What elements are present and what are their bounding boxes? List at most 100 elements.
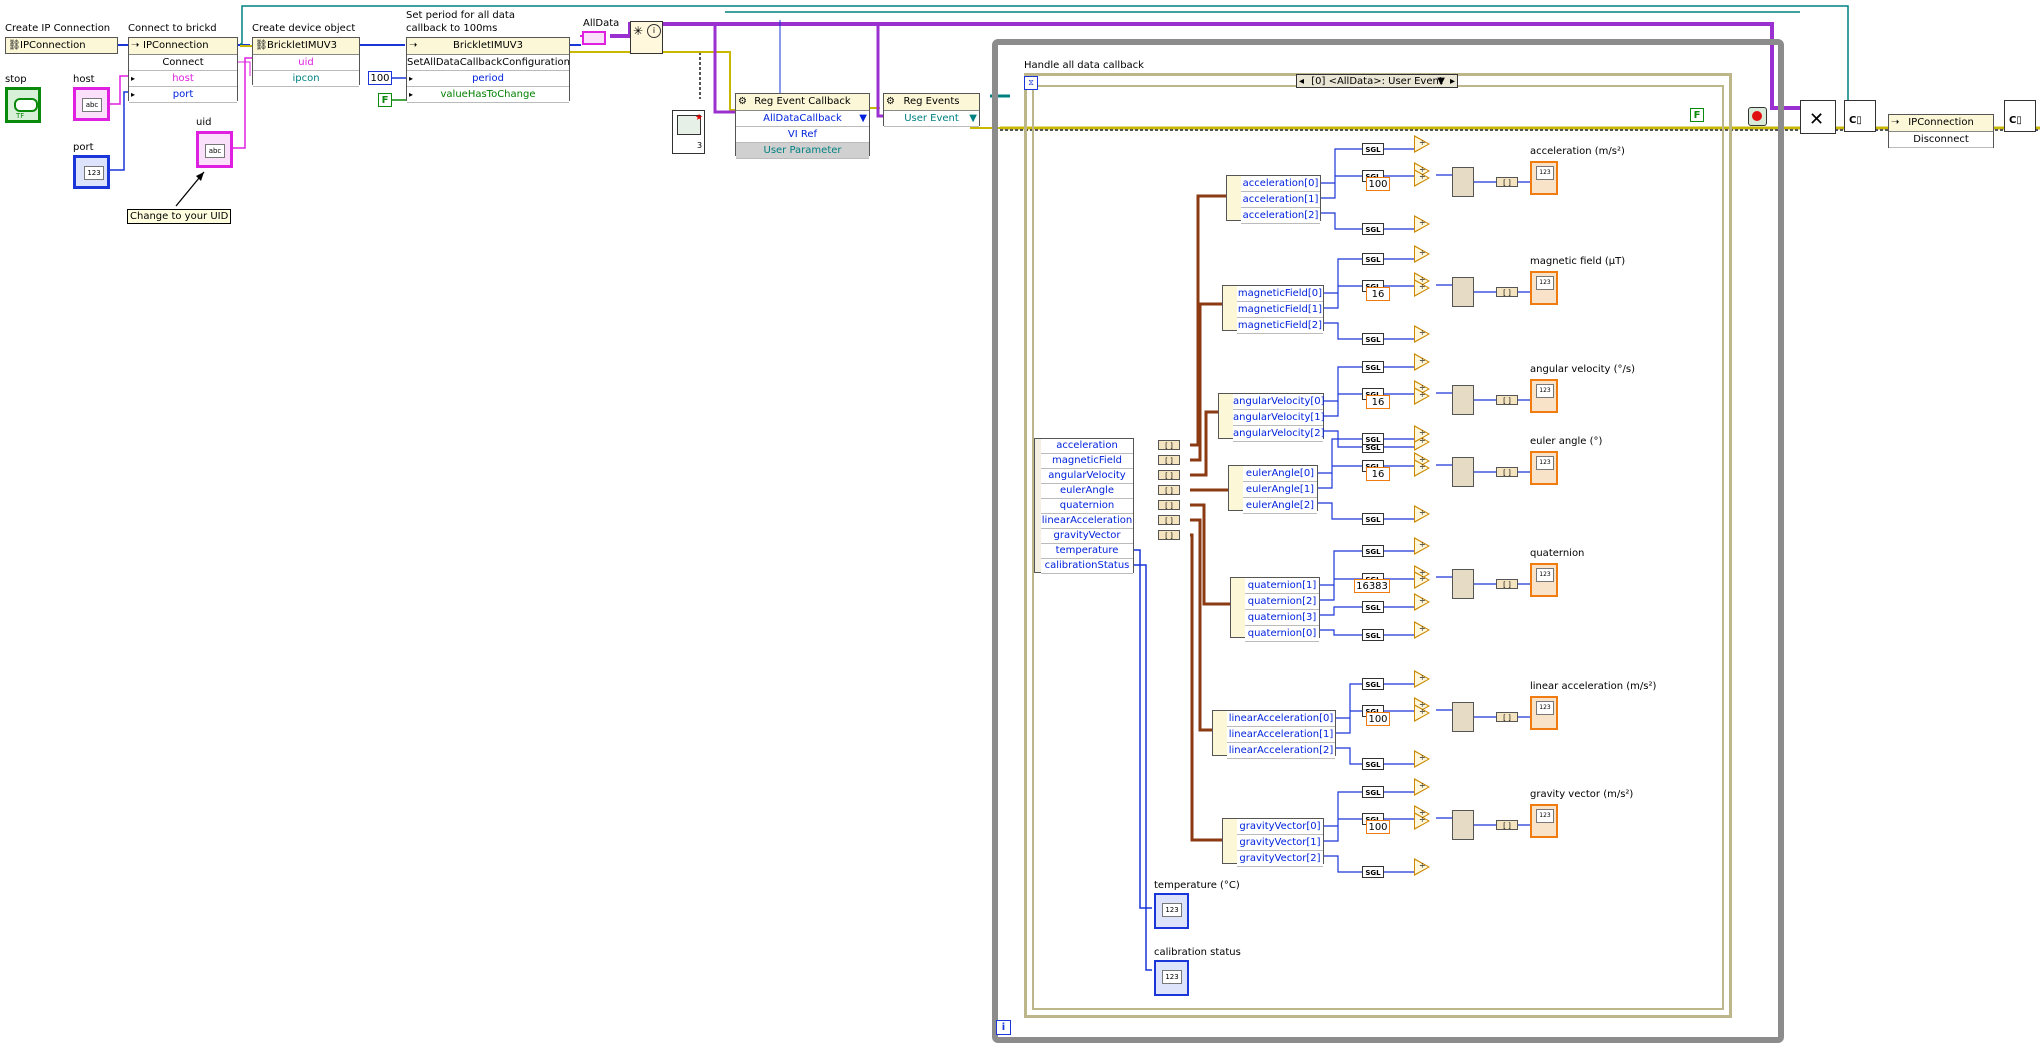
destroy-user-event-node[interactable]: C▯ xyxy=(1844,100,1876,132)
group-item[interactable]: quaternion[2] xyxy=(1245,594,1319,610)
alldata-label: AllData xyxy=(583,18,620,29)
prev-case-icon[interactable]: ◂ xyxy=(1299,76,1305,87)
temperature-label: temperature (°C) xyxy=(1154,880,1240,891)
numeric-icon: 123 xyxy=(1536,384,1554,398)
group-item[interactable]: acceleration[2] xyxy=(1241,208,1320,224)
reg-events-node[interactable]: ⚙Reg Events User Event▼ xyxy=(883,93,980,127)
group-item[interactable]: angularVelocity[0] xyxy=(1233,394,1325,410)
device-node-title: ⛓BrickletIMUV3 xyxy=(253,38,359,55)
port-control[interactable]: 123 xyxy=(73,155,110,189)
group-item[interactable]: eulerAngle[0] xyxy=(1243,466,1317,482)
group-item[interactable]: acceleration[1] xyxy=(1241,192,1320,208)
divide-icon: ÷ xyxy=(1414,750,1430,768)
unbundle-item[interactable]: gravityVector xyxy=(1041,529,1133,544)
unbundle-group-node[interactable]: gravityVector[0]gravityVector[1]gravityV… xyxy=(1222,818,1324,867)
divisor-constant[interactable]: 16 xyxy=(1366,287,1390,301)
device-ipcon-row[interactable]: ipcon xyxy=(253,71,359,87)
disconnect-method: Disconnect xyxy=(1889,132,1993,148)
unbundle-group-node[interactable]: magneticField[0]magneticField[1]magnetic… xyxy=(1222,285,1324,334)
connect-node[interactable]: ➝IPConnection Connect ▸host ▸port xyxy=(128,37,238,103)
group-item[interactable]: angularVelocity[1] xyxy=(1233,410,1325,426)
connect-host-row[interactable]: ▸host xyxy=(129,71,237,87)
group-item[interactable]: acceleration[0] xyxy=(1241,176,1320,192)
user-event-row[interactable]: User Event▼ xyxy=(884,111,979,127)
invoke-arrow-icon: ➝ xyxy=(131,40,140,51)
group-item[interactable]: linearAcceleration[1] xyxy=(1227,727,1335,743)
stop-button[interactable]: TF xyxy=(5,87,41,123)
connect-brickd-label: Connect to brickd xyxy=(128,23,217,34)
event-case-selector[interactable]: ◂ [0] <AllData>: User Event ▼ ▸ xyxy=(1296,74,1458,88)
unbundle-item[interactable]: calibrationStatus xyxy=(1041,559,1133,574)
while-loop[interactable] xyxy=(992,39,1784,1043)
group-item[interactable]: magneticField[0] xyxy=(1237,286,1323,302)
false-constant-2[interactable]: F xyxy=(1690,108,1704,122)
unbundle-item[interactable]: temperature xyxy=(1041,544,1133,559)
set-config-period-row[interactable]: ▸period xyxy=(407,71,569,87)
stop-condition-terminal[interactable] xyxy=(1748,107,1767,126)
vi-reference-node[interactable]: ★ 3 xyxy=(672,110,705,154)
callback-row[interactable]: AllDataCallback▼ xyxy=(736,111,869,127)
host-control[interactable]: abc xyxy=(73,87,110,121)
to-single-precision-icon: SGL xyxy=(1362,223,1384,235)
divide-icon: ÷ xyxy=(1414,279,1430,297)
unbundle-item[interactable]: linearAcceleration xyxy=(1041,514,1133,529)
dropdown-arrow-icon[interactable]: ▼ xyxy=(859,113,867,124)
divisor-constant[interactable]: 16 xyxy=(1366,395,1390,409)
group-item[interactable]: quaternion[0] xyxy=(1245,626,1319,642)
group-item[interactable]: quaternion[3] xyxy=(1245,610,1319,626)
divide-icon: ÷ xyxy=(1414,135,1430,153)
group-item[interactable]: magneticField[2] xyxy=(1237,318,1323,334)
unbundle-group-node[interactable]: eulerAngle[0]eulerAngle[1]eulerAngle[2] xyxy=(1228,465,1318,514)
close-reference-node[interactable]: C▯ xyxy=(2004,100,2036,132)
group-item[interactable]: eulerAngle[2] xyxy=(1243,498,1317,514)
divisor-constant[interactable]: 100 xyxy=(1366,177,1390,191)
group-item[interactable]: magneticField[1] xyxy=(1237,302,1323,318)
handle-all-label: Handle all data callback xyxy=(1024,60,1144,71)
ipconnection-create-node[interactable]: ⛓IPConnection xyxy=(5,37,118,54)
divisor-constant[interactable]: 16383 xyxy=(1354,579,1390,593)
next-case-icon[interactable]: ▸ xyxy=(1449,76,1455,87)
unbundle-group-node[interactable]: linearAcceleration[0]linearAcceleration[… xyxy=(1212,710,1336,759)
group-item[interactable]: linearAcceleration[2] xyxy=(1227,743,1335,759)
false-constant-1[interactable]: F xyxy=(378,93,392,107)
set-config-value-row[interactable]: ▸valueHasToChange xyxy=(407,87,569,103)
build-array-icon xyxy=(1452,810,1474,840)
period-constant[interactable]: 100 xyxy=(368,71,392,85)
device-uid-row[interactable]: uid xyxy=(253,55,359,71)
unbundle-item[interactable]: eulerAngle xyxy=(1041,484,1133,499)
device-node[interactable]: ⛓BrickletIMUV3 uid ipcon xyxy=(252,37,360,87)
group-item[interactable]: angularVelocity[2] xyxy=(1233,426,1325,442)
set-config-node[interactable]: ➝BrickletIMUV3 SetAllDataCallbackConfigu… xyxy=(406,37,570,103)
vi-ref-row[interactable]: VI Ref xyxy=(736,127,869,143)
unbundle-item[interactable]: quaternion xyxy=(1041,499,1133,514)
divisor-constant[interactable]: 100 xyxy=(1366,712,1390,726)
unregister-events-node[interactable]: ✕ xyxy=(1800,100,1836,134)
group-item[interactable]: gravityVector[1] xyxy=(1237,835,1323,851)
group-item[interactable]: eulerAngle[1] xyxy=(1243,482,1317,498)
group-item[interactable]: linearAcceleration[0] xyxy=(1227,711,1335,727)
unbundle-item[interactable]: acceleration xyxy=(1041,439,1133,454)
unbundle-group-node[interactable]: angularVelocity[0]angularVelocity[1]angu… xyxy=(1218,393,1325,442)
unbundle-item[interactable]: magneticField xyxy=(1041,454,1133,469)
unbundle-group-node[interactable]: quaternion[1]quaternion[2]quaternion[3]q… xyxy=(1230,577,1320,642)
group-item[interactable]: gravityVector[0] xyxy=(1237,819,1323,835)
alldata-cluster-constant[interactable] xyxy=(582,31,606,45)
set-config-title: ➝BrickletIMUV3 xyxy=(407,38,569,55)
create-user-event-node[interactable]: ✳ i xyxy=(630,21,663,54)
user-parameter-row[interactable]: User Parameter xyxy=(736,143,869,159)
group-item[interactable]: quaternion[1] xyxy=(1245,578,1319,594)
uid-control[interactable]: abc xyxy=(196,131,233,168)
group-item[interactable]: gravityVector[2] xyxy=(1237,851,1323,867)
connect-node-title: ➝IPConnection xyxy=(129,38,237,55)
disconnect-node[interactable]: ➝IPConnection Disconnect xyxy=(1888,114,1994,148)
array-to-cluster-icon: [ ] xyxy=(1496,395,1518,405)
connect-port-row[interactable]: ▸port xyxy=(129,87,237,103)
dropdown-arrow-icon[interactable]: ▼ xyxy=(969,113,977,124)
dropdown-arrow-icon[interactable]: ▼ xyxy=(1437,76,1445,87)
divisor-constant[interactable]: 100 xyxy=(1366,820,1390,834)
unbundle-item[interactable]: angularVelocity xyxy=(1041,469,1133,484)
reg-event-callback-node[interactable]: ⚙Reg Event Callback AllDataCallback▼ VI … xyxy=(735,93,870,159)
divisor-constant[interactable]: 16 xyxy=(1366,467,1390,481)
unbundle-group-node[interactable]: acceleration[0]acceleration[1]accelerati… xyxy=(1226,175,1321,224)
